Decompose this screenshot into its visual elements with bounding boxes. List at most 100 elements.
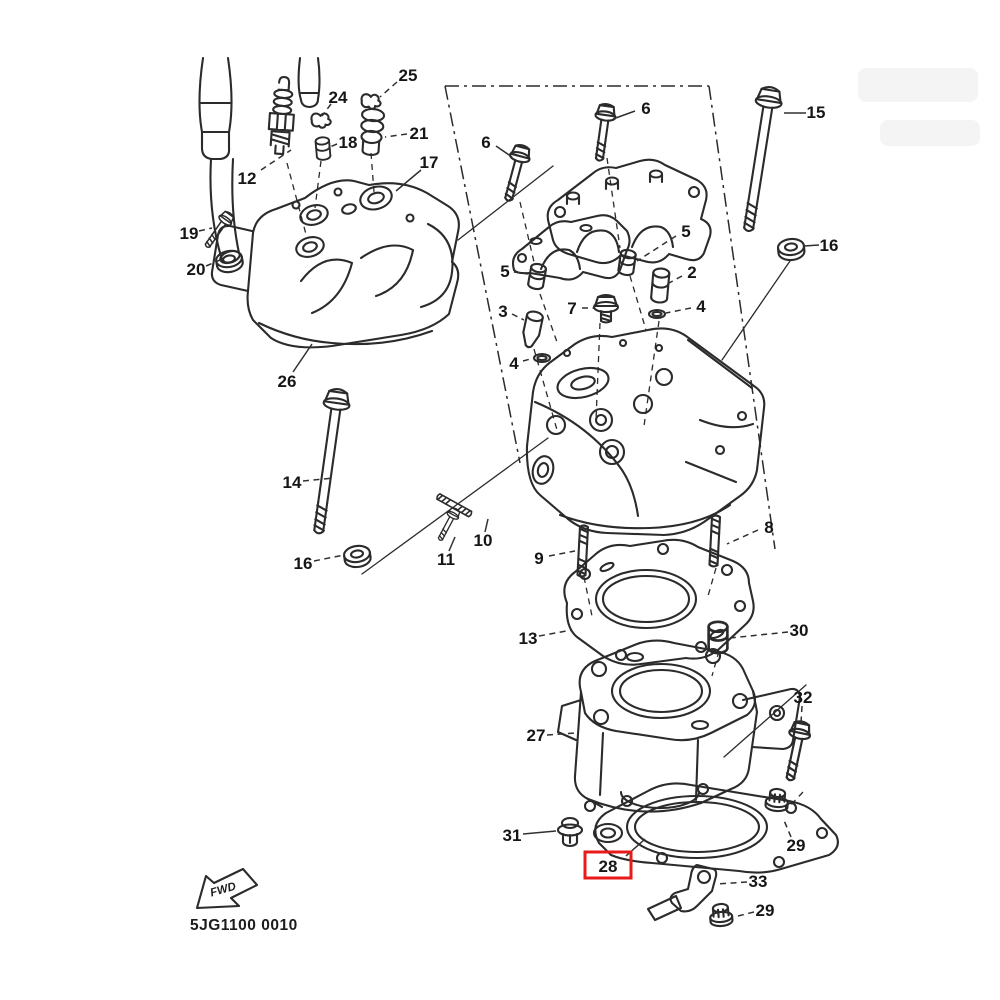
- bolt-14: [304, 386, 353, 537]
- leader-line-32: [800, 705, 803, 724]
- nut-29-bottom: [708, 902, 734, 928]
- spark-plug: [267, 75, 295, 156]
- highlight-box-28: [583, 850, 633, 880]
- leader-line-31: [522, 830, 557, 835]
- bracket-33: [646, 863, 718, 922]
- callout-8[interactable]: 8: [764, 518, 773, 537]
- callout-25[interactable]: 25: [399, 66, 418, 85]
- part-5-right: [616, 248, 638, 277]
- projection-lines: [361, 165, 807, 758]
- leader-line-8: [726, 529, 759, 545]
- callout-29[interactable]: 29: [756, 901, 775, 920]
- leader-line-20: [205, 259, 221, 267]
- leader-line-21: [384, 133, 408, 138]
- callout-29[interactable]: 29: [787, 836, 806, 855]
- leader-line-11: [448, 536, 456, 552]
- leader-line-17: [395, 169, 422, 192]
- washer-16-left: [341, 543, 373, 570]
- callout-14[interactable]: 14: [283, 473, 302, 492]
- leader-line-27: [546, 732, 577, 736]
- part-5-left: [526, 261, 548, 292]
- scan-artifact: [858, 68, 978, 102]
- callout-2[interactable]: 2: [687, 263, 696, 282]
- part-18: [314, 135, 332, 162]
- callout-27[interactable]: 27: [527, 726, 546, 745]
- leader-line-30: [729, 631, 789, 639]
- callout-16[interactable]: 16: [820, 236, 839, 255]
- callout-16[interactable]: 16: [294, 554, 313, 573]
- callout-20[interactable]: 20: [187, 260, 206, 279]
- callout-12[interactable]: 12: [238, 169, 257, 188]
- head-gasket-13: [563, 538, 755, 666]
- leader-line-24: [321, 103, 332, 117]
- part-2: [650, 267, 671, 304]
- callout-31[interactable]: 31: [503, 826, 522, 845]
- diagram-code: 5JG1100 0010: [190, 917, 298, 934]
- oring-4-right: [647, 308, 667, 320]
- bolt-15: [734, 84, 785, 235]
- callout-19[interactable]: 19: [180, 224, 199, 243]
- callout-18[interactable]: 18: [339, 133, 358, 152]
- callout-24[interactable]: 24: [329, 88, 348, 107]
- callout-26[interactable]: 26: [278, 372, 297, 391]
- leader-line-16: [803, 244, 820, 247]
- leader-line-6: [495, 145, 513, 158]
- callout-3[interactable]: 3: [498, 302, 507, 321]
- callout-5[interactable]: 5: [500, 262, 509, 281]
- detail-box: [444, 85, 776, 550]
- cylinder-27: [556, 639, 802, 813]
- leader-line-18: [329, 143, 338, 148]
- callout-9[interactable]: 9: [534, 549, 543, 568]
- callout-10[interactable]: 10: [474, 531, 493, 550]
- scan-artifact: [880, 120, 980, 146]
- leader-line-33: [716, 881, 748, 885]
- leader-line-10: [484, 518, 489, 533]
- callout-17[interactable]: 17: [420, 153, 439, 172]
- leader-line-9: [548, 550, 576, 557]
- callout-11[interactable]: 11: [437, 550, 455, 569]
- part-21: [360, 107, 386, 157]
- callout-4[interactable]: 4: [696, 297, 706, 316]
- part-3: [522, 310, 544, 349]
- fwd-arrow: FWD: [195, 867, 259, 910]
- leader-line-4: [665, 307, 692, 314]
- callout-33[interactable]: 33: [749, 872, 768, 891]
- camshaft-caps: [511, 158, 712, 281]
- callout-28[interactable]: 28: [599, 857, 618, 876]
- leader-line-2: [668, 275, 683, 284]
- callout-13[interactable]: 13: [519, 629, 538, 648]
- valve-cover: [210, 179, 460, 349]
- leader-line-6: [612, 110, 636, 120]
- clip-25: [358, 91, 384, 112]
- leader-line-25: [379, 81, 398, 98]
- leader-line-26: [292, 343, 313, 373]
- leader-line-5: [513, 271, 529, 275]
- bolt-6-right: [588, 101, 619, 164]
- callout-6[interactable]: 6: [481, 133, 490, 152]
- callout-5[interactable]: 5: [681, 222, 690, 241]
- callout-4[interactable]: 4: [509, 354, 519, 373]
- stud-8: [708, 514, 722, 568]
- leader-line-14: [302, 477, 335, 482]
- leader-line-5: [636, 235, 677, 262]
- plug-31: [556, 816, 584, 848]
- callout-6[interactable]: 6: [641, 99, 650, 118]
- assembly-axis-lines: [286, 152, 804, 810]
- leader-line-3: [511, 313, 525, 321]
- part-7: [592, 293, 620, 324]
- oring-4-left: [532, 352, 552, 364]
- callout-32[interactable]: 32: [794, 688, 813, 707]
- callout-30[interactable]: 30: [790, 621, 809, 640]
- callout-15[interactable]: 15: [807, 103, 826, 122]
- cylinder-gasket-28: [592, 782, 839, 874]
- leader-line-29: [733, 911, 755, 918]
- callout-7[interactable]: 7: [567, 299, 576, 318]
- callout-21[interactable]: 21: [410, 124, 429, 143]
- bolt-32: [778, 718, 814, 784]
- leader-line-16: [313, 554, 345, 562]
- washer-16-right: [776, 236, 807, 263]
- leader-line-13: [538, 629, 573, 637]
